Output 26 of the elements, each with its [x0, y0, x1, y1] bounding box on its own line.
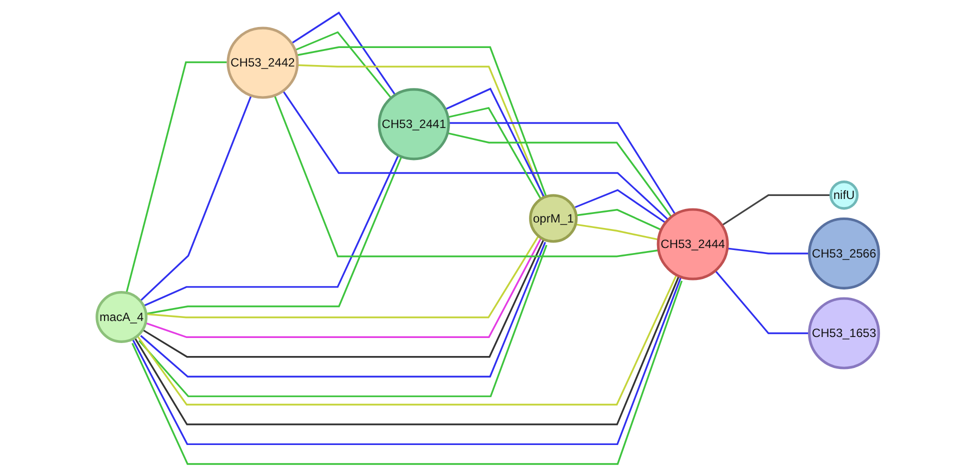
connector — [727, 248, 810, 254]
connector — [446, 88, 545, 198]
connector — [140, 95, 252, 302]
connector — [576, 208, 662, 231]
connector — [447, 132, 673, 218]
connector — [576, 224, 659, 240]
connector — [140, 242, 546, 378]
node-circle: macA_4 — [96, 291, 148, 343]
connector — [449, 122, 676, 214]
connector — [714, 270, 810, 334]
connector — [574, 189, 666, 223]
node-circle: CH53_2442 — [226, 26, 299, 99]
connector — [292, 12, 396, 95]
connector — [282, 90, 669, 220]
node-circle: CH53_2444 — [656, 208, 730, 280]
node-circle: oprM_1 — [529, 194, 578, 243]
connector — [142, 238, 545, 358]
node-circle: CH53_2566 — [808, 217, 880, 290]
connector — [274, 96, 658, 258]
connector — [138, 244, 548, 398]
node-circle: CH53_1653 — [808, 297, 880, 370]
connector — [294, 31, 392, 99]
connector — [126, 61, 227, 293]
node-circle: nifU — [830, 180, 859, 210]
node-circle: CH53_2441 — [378, 88, 450, 160]
connector — [722, 194, 831, 226]
